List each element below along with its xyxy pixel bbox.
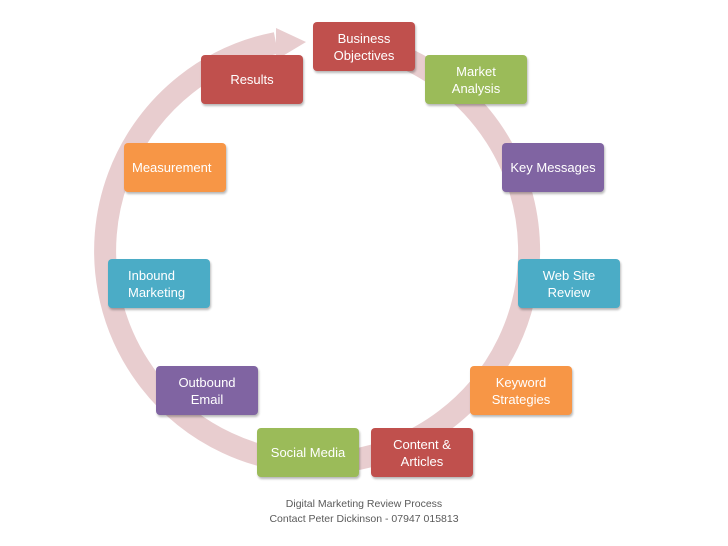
step-results: Results bbox=[201, 55, 303, 104]
step-keyword-strategies: Keyword Strategies bbox=[470, 366, 572, 415]
caption-contact: Contact Peter Dickinson - 07947 015813 bbox=[269, 513, 459, 525]
step-business-objectives: Business Objectives bbox=[313, 22, 415, 71]
step-outbound-email: Outbound Email bbox=[156, 366, 258, 415]
step-measurement: Measurement bbox=[124, 143, 226, 192]
step-web-site-review: Web Site Review bbox=[518, 259, 620, 308]
caption-title: Digital Marketing Review Process bbox=[285, 498, 443, 510]
step-social-media: Social Media bbox=[257, 428, 359, 477]
cycle-arrowhead bbox=[276, 28, 306, 60]
step-market-analysis: Market Analysis bbox=[425, 55, 527, 104]
step-key-messages: Key Messages bbox=[502, 143, 604, 192]
step-inbound-marketing: Inbound Marketing bbox=[108, 259, 210, 308]
caption: Digital Marketing Review Process Contact… bbox=[0, 497, 728, 527]
step-content-articles: Content & Articles bbox=[371, 428, 473, 477]
